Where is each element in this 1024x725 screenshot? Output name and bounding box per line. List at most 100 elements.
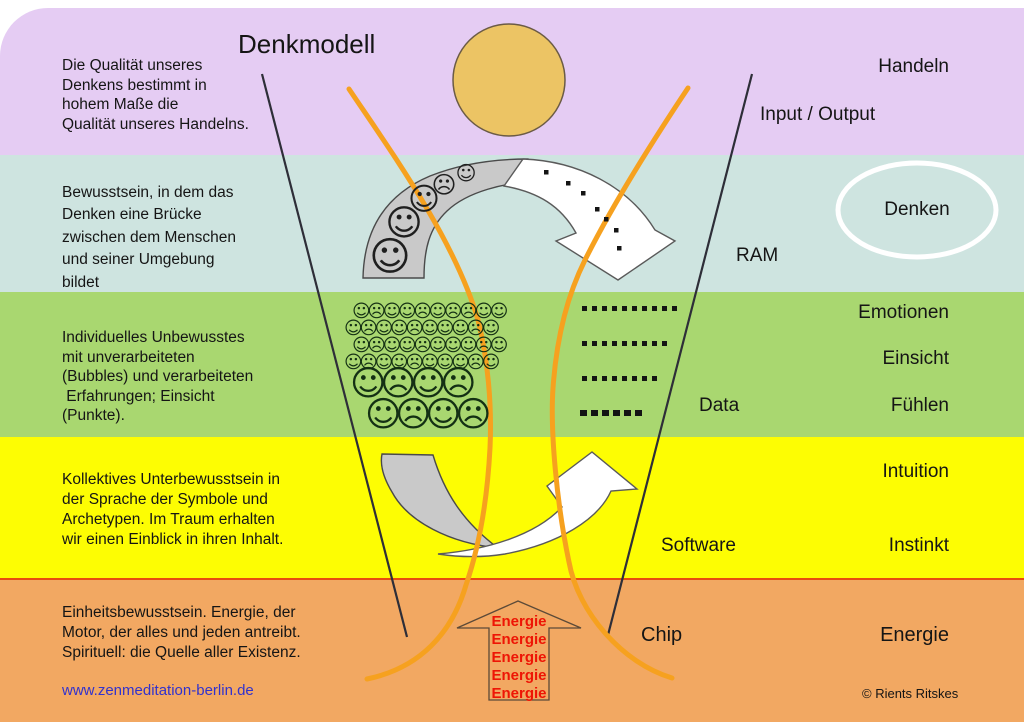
website-link[interactable]: www.zenmeditation-berlin.de — [62, 682, 254, 699]
happy-face-icon: ☺ — [435, 352, 455, 373]
text-line: und seiner Umgebung — [62, 251, 215, 269]
funnel-right-line — [606, 73, 754, 636]
data-dot — [612, 341, 617, 346]
happy-face-icon: ☺ — [474, 301, 494, 322]
data-dot — [580, 410, 587, 416]
data-dot — [662, 341, 667, 346]
data-dot — [622, 306, 627, 311]
text-line: Energie — [491, 613, 547, 630]
text-line: Energie — [491, 667, 547, 684]
smiley-row: ☺☹☺☺☹☺☹☹☺☺ — [352, 301, 509, 322]
orange-curve-left — [346, 86, 493, 682]
happy-face-icon: ☺ — [352, 335, 371, 356]
data-dot — [582, 306, 587, 311]
happy-face-icon: ☺ — [481, 318, 501, 339]
sad-face-icon: ☹ — [443, 301, 463, 322]
text-line: hohem Maße die — [62, 96, 179, 113]
happy-face-icon: ☺ — [374, 352, 394, 373]
label-software: Software — [661, 535, 736, 556]
smiley-row: ☺☹☺☹ — [350, 367, 485, 402]
label-emotionen: Emotionen — [858, 302, 949, 323]
data-dot — [582, 376, 587, 381]
happy-face-icon: ☺ — [481, 352, 501, 373]
happy-face-icon: ☺ — [344, 352, 363, 373]
happy-face-icon: ☺ — [420, 352, 440, 373]
happy-face-icon: ☺ — [451, 352, 470, 373]
text-line: wir einen Einblick in ihren Inhalt. — [62, 531, 284, 548]
happy-face-icon: ☺ — [382, 335, 402, 356]
smiley-row: ☺☹☺☺☹☺☺☺☹☺ — [352, 335, 508, 356]
happy-face-icon: ☺ — [389, 352, 409, 373]
orange-curve-right — [549, 85, 691, 681]
text-line: bildet — [62, 273, 100, 291]
text-line: Archetypen. Im Traum erhalten — [62, 511, 275, 528]
sad-face-icon: ☹ — [359, 352, 379, 373]
text-line: Individuelles Unbewusstes — [62, 329, 245, 346]
sad-face-icon: ☹ — [413, 335, 432, 356]
data-dot — [612, 376, 617, 381]
sad-face-icon: ☹ — [405, 318, 424, 339]
data-dot — [632, 376, 637, 381]
descending-arc-shape — [380, 453, 501, 549]
sad-face-icon: ☹ — [367, 335, 387, 356]
dot-row — [582, 306, 677, 311]
flow-dot — [595, 207, 600, 212]
text-line: Spirituell: die Quelle aller Existenz. — [62, 644, 301, 661]
data-dot — [582, 341, 587, 346]
happy-face-icon: ☺ — [369, 234, 411, 280]
data-dot — [622, 341, 627, 346]
sad-face-icon: ☹ — [395, 395, 432, 435]
happy-face-icon: ☺ — [352, 301, 371, 322]
happy-face-icon: ☺ — [385, 203, 423, 244]
down-arrow-shape — [502, 158, 677, 281]
happy-face-icon: ☺ — [382, 301, 402, 322]
happy-face-icon: ☺ — [389, 318, 409, 339]
text-line: Einheitsbewusstsein. Energie, der — [62, 604, 296, 621]
smiley-row: ☺☹☺☺☹☺☺☺☹☺ — [344, 352, 505, 373]
text-line: Qualität unseres Handelns. — [62, 115, 249, 133]
smiley-row: ☺☹☺☹ — [365, 395, 492, 435]
label-energie: Energie — [880, 624, 949, 646]
happy-face-icon: ☺ — [397, 335, 417, 356]
text-line: (Punkte). — [62, 407, 125, 424]
text-line: Erfahrungen; Einsicht — [62, 387, 215, 405]
large-smiley-grid: ☺☹☺☹ ☺☹☺☹ — [344, 367, 492, 435]
text-line: Energie — [491, 649, 547, 666]
band-kollektives-unterbewusstsein-layer — [0, 437, 1024, 578]
text-line: (Bubbles) und verarbeiteten — [62, 368, 254, 385]
label-einsicht: Einsicht — [882, 348, 949, 369]
text-line: Denken eine Brücke — [62, 206, 202, 224]
happy-face-icon: ☺ — [459, 335, 478, 356]
label-data: Data — [699, 395, 740, 416]
band-individuelles-unbewusstes-layer — [0, 292, 1024, 437]
band-einheitsbewusstsein-layer — [0, 578, 1024, 722]
sad-face-icon: ☹ — [359, 318, 379, 339]
label-ram: RAM — [736, 245, 779, 266]
happy-face-icon: ☺ — [407, 181, 441, 218]
happy-face-icon: ☺ — [344, 318, 363, 339]
data-dot — [642, 306, 647, 311]
happy-face-icon: ☺ — [489, 301, 509, 322]
dot-row — [582, 341, 667, 346]
page-title: Denkmodell — [238, 29, 376, 59]
denken-ellipse — [835, 160, 999, 260]
label-fuehlen: Fühlen — [890, 395, 949, 416]
data-dot — [602, 376, 607, 381]
data-dot — [592, 341, 597, 346]
sad-face-icon: ☹ — [466, 352, 486, 373]
data-dot — [602, 306, 607, 311]
sad-face-icon: ☹ — [466, 318, 486, 339]
data-dot — [642, 341, 647, 346]
data-dot — [632, 341, 637, 346]
data-dot — [662, 306, 667, 311]
sad-face-icon: ☹ — [405, 352, 424, 373]
happy-face-icon: ☺ — [428, 335, 448, 356]
text-line: mit unverarbeiteten — [62, 348, 195, 366]
data-dot — [652, 306, 657, 311]
data-dot — [624, 410, 631, 416]
text-line: Motor, der alles und jeden antreibt. — [62, 624, 301, 641]
text-line: Energie — [491, 631, 547, 648]
